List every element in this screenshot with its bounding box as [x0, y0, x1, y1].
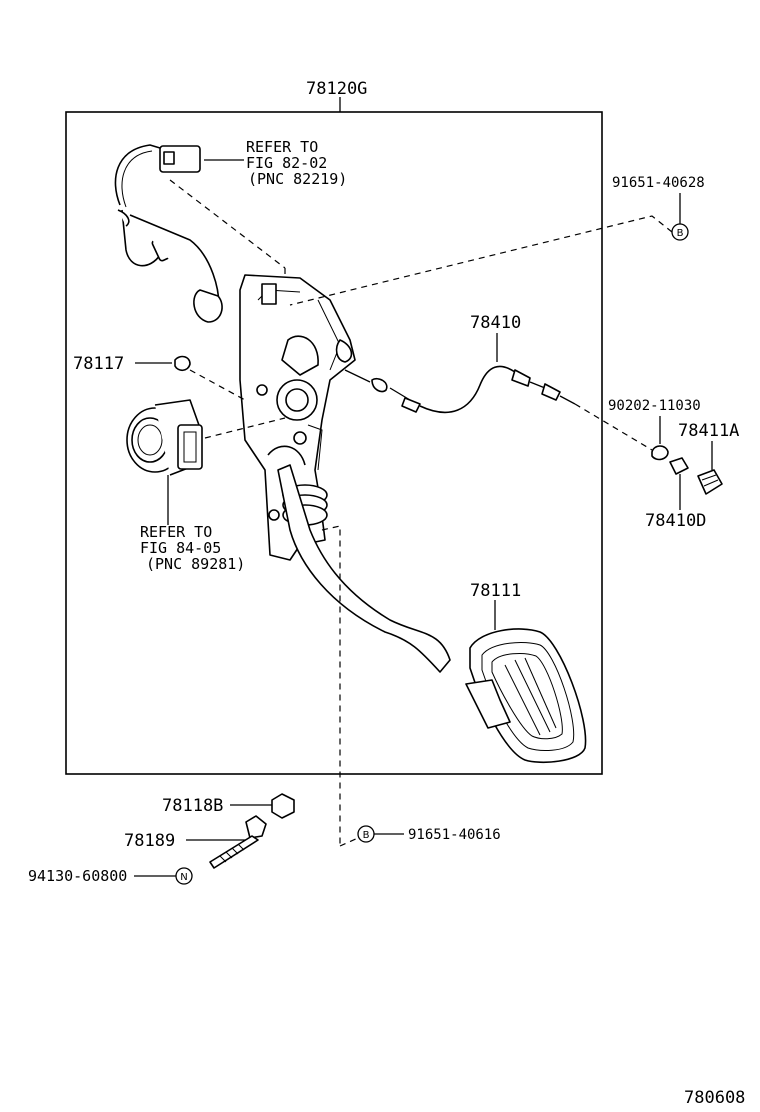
part-94130-60800-label: 94130-60800	[28, 867, 127, 885]
assembly-frame	[65, 111, 603, 775]
pedal-arm-drawing	[277, 464, 451, 673]
badge-b-bottom-letter: B	[363, 830, 370, 841]
nut-78118B-drawing	[271, 793, 295, 819]
pedal-bracket-drawing	[239, 274, 356, 561]
pedal-pad-drawing	[465, 628, 587, 764]
part-78411A-label: 78411A	[678, 421, 739, 441]
bushing-78410D-drawing	[669, 457, 689, 475]
refer-fig-84-05-line3: (PNC 89281)	[146, 555, 245, 573]
part-78118B-label: 78118B	[162, 796, 223, 816]
refer-fig-82-02-line1: REFER TO	[246, 138, 318, 156]
clip-90202-drawing	[651, 445, 669, 461]
part-78111-label: 78111	[470, 581, 521, 601]
part-78410D-label: 78410D	[645, 511, 706, 531]
refer-fig-84-05-line1: REFER TO	[140, 523, 212, 541]
screw-78117-drawing	[174, 355, 191, 372]
refer-fig-82-02-line2: FIG 82-02	[246, 154, 327, 172]
sensor-drawing	[126, 399, 203, 476]
badge-n	[175, 867, 193, 885]
bolt-78189-drawing	[209, 815, 267, 869]
part-90202-11030-label: 90202-11030	[608, 398, 701, 414]
part-78117-label: 78117	[73, 354, 124, 374]
wire-harness-drawing	[114, 144, 223, 323]
figure-code: 780608	[684, 1088, 745, 1108]
part-78189-label: 78189	[124, 831, 175, 851]
assembly-label: 78120G	[306, 79, 367, 99]
badge-n-letter: N	[180, 872, 187, 883]
part-91651-40616-label: 91651-40616	[408, 827, 501, 843]
part-91651-40628-label: 91651-40628	[612, 175, 705, 191]
cable-78410-drawing	[344, 365, 576, 414]
refer-fig-84-05-line2: FIG 84-05	[140, 539, 221, 557]
refer-fig-82-02-line3: (PNC 82219)	[248, 170, 347, 188]
badge-b-top-letter: B	[677, 228, 684, 239]
cap-78411A-drawing	[697, 469, 723, 495]
part-78410-label: 78410	[470, 313, 521, 333]
